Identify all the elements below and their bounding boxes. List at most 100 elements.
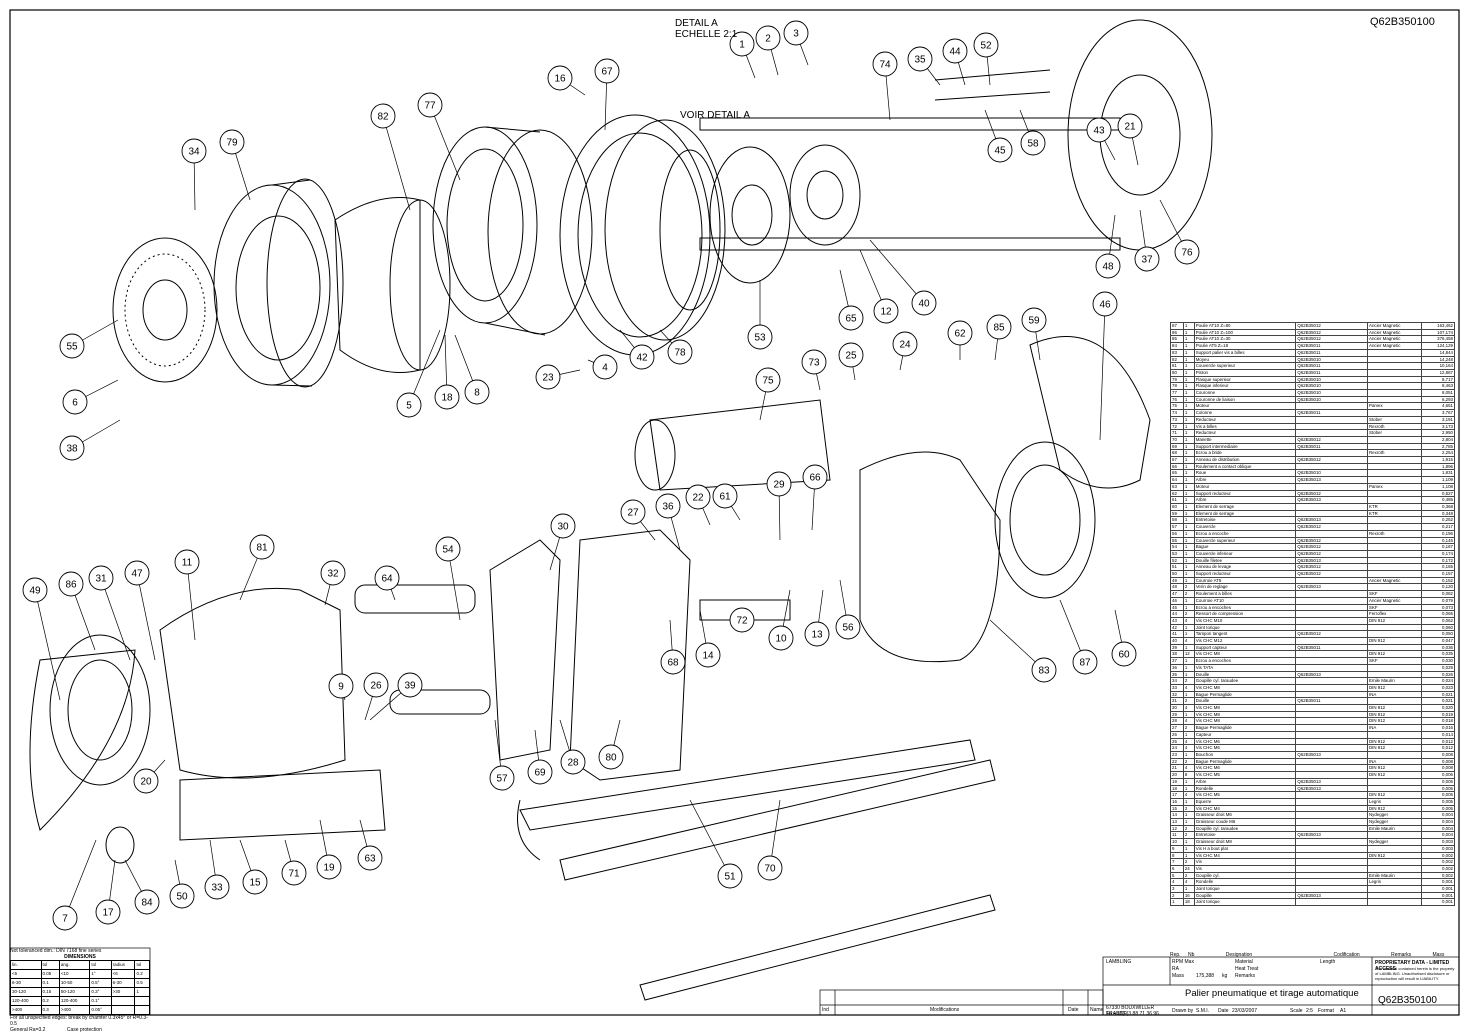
bom-cell: Vis CHC M8 [1193,683,1297,692]
tol-cell: 30-120 [10,987,42,997]
bom-cell: 50 [1170,570,1184,578]
bom-cell [1367,409,1423,417]
bom-cell: 1 [1182,362,1195,370]
bom-cell: Q62B35011 [1295,697,1369,706]
balloon-52 [973,32,999,58]
bom-cell: 63 [1170,482,1184,491]
balloon-82 [370,103,396,129]
bom-cell: Flasque inferieur [1193,382,1297,391]
bom-cell: Bague [1193,543,1297,551]
bom-cell: 1 [1182,596,1195,605]
bom-cell [1295,677,1369,685]
tol-cell: 0.05 [40,969,60,979]
part-46-belt [1029,336,1151,489]
bom-cell [1367,623,1423,632]
bom-cell: 12 [1182,650,1195,659]
bom-cell [1367,570,1423,578]
bom-cell: 1 [1182,469,1195,478]
leader-line-47 [136,572,156,661]
tb-rpm-label: RPM Max [1172,959,1194,965]
balloon-34 [181,138,207,164]
bottom-assembly-parts [29,336,1151,1001]
bom-cell: Q62B35013 [1295,670,1369,679]
bom-cell: 1,831 [1421,469,1455,478]
part-77-ring [432,126,538,324]
bom-cell: 2 [1182,583,1195,592]
bom-cell [1367,382,1423,391]
bom-cell: Poulie AT10 Z=100 [1193,328,1297,337]
balloon-label-24: 24 [899,340,911,351]
balloon-label-57: 57 [496,774,508,785]
balloon-label-54: 54 [442,545,454,556]
balloon-35 [907,46,933,72]
bom-cell: 0,001 [1421,878,1455,887]
bom-cell [1367,663,1423,672]
tol-cell: <10 [58,969,91,979]
bom-cell [1367,844,1423,853]
bom-cell [1367,751,1423,759]
bom-cell: 43 [1170,616,1184,625]
bom-cell: Rondelle [1193,878,1297,887]
tb-drawn-by-label: Drawn by [1172,1008,1194,1014]
balloon-label-39: 39 [404,681,416,692]
bom-cell: 0,172 [1421,556,1455,565]
bom-cell [1295,650,1369,659]
bom-cell: 32 [1170,690,1184,699]
bom-cell: 55 [1170,536,1184,545]
balloon-83 [1031,657,1057,683]
balloon-label-48: 48 [1102,262,1114,273]
bom-cell: Vis CHC M5 [1193,791,1297,799]
bom-cell: 0,196 [1421,529,1455,538]
balloon-label-34: 34 [188,147,200,158]
bom-cell: 2 [1182,757,1195,766]
bom-cell: 2 [1182,831,1195,840]
bom-cell [1367,435,1423,444]
bom-cell: 0,485 [1421,496,1455,504]
bom-cell: INA [1367,724,1423,732]
balloon-77 [417,92,443,118]
bom-cell: 1 [1182,777,1195,786]
tol-cell: >400 [58,1005,91,1015]
bom-cell: 53 [1170,549,1184,558]
bom-cell: Q62B35012 [1295,322,1369,330]
bom-cell: 1 [1182,322,1195,330]
tol-cell: 1 [134,987,150,997]
bom-cell: 0,217 [1421,523,1455,531]
bom-cell: Q62B35010 [1295,469,1369,478]
bom-cell: 1 [1182,442,1195,451]
balloon-label-35: 35 [914,55,926,66]
balloon-label-75: 75 [762,376,774,387]
bom-cell [1295,757,1369,766]
leader-line-31 [100,577,131,661]
bom-cell: 48 [1170,583,1184,592]
balloon-label-55: 55 [66,342,78,353]
bom-cell: Stober [1367,429,1423,437]
balloon-label-16: 16 [554,74,566,85]
bom-cell: Graisseur droit M8 [1193,838,1297,846]
balloon-85 [986,314,1012,340]
bom-cell [1295,851,1369,860]
bom-cell: Arbre [1193,496,1297,504]
bom-cell: Moteur [1193,482,1297,491]
balloon-label-2: 2 [765,34,771,45]
balloon-68 [660,649,686,675]
part-70-lever-lower [639,894,996,1001]
bom-cell: 0,065 [1421,610,1455,618]
bom-cell: 1 [1182,348,1195,357]
bom-cell: 0,060 [1421,623,1455,632]
bom-cell: 1 [1182,657,1195,665]
balloon-label-23: 23 [542,373,554,384]
bom-cell: Q62B35013 [1295,784,1369,793]
bom-cell: 1 [1182,536,1195,545]
bom-cell: 1 [1182,496,1195,504]
balloon-51 [717,863,743,889]
bom-cell: 52 [1170,556,1184,565]
bom-cell: 10,164 [1421,362,1455,370]
